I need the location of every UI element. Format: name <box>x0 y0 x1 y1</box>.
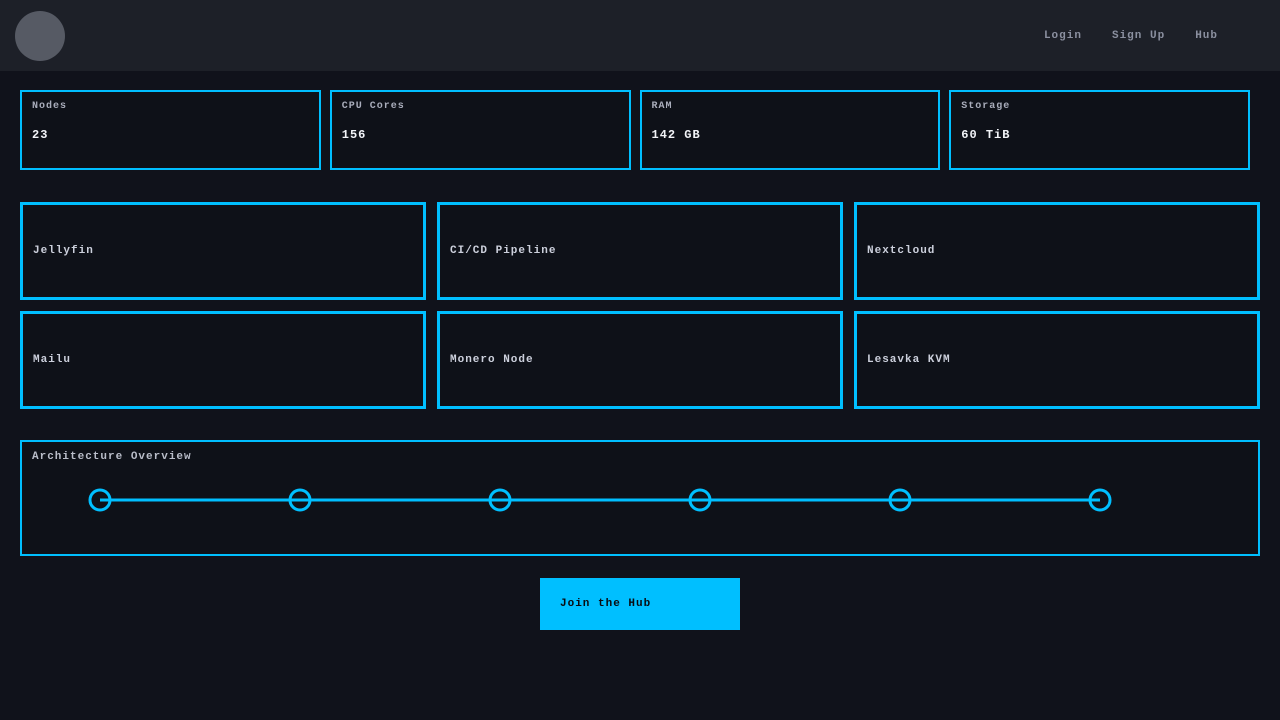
service-name: CI/CD Pipeline <box>450 245 557 257</box>
stat-value: 60 TiB <box>961 128 1011 142</box>
main-content: Nodes 23 CPU Cores 156 RAM 142 GB Storag… <box>0 90 1280 630</box>
service-name: Nextcloud <box>867 245 936 257</box>
stat-card-ram: RAM 142 GB <box>639 90 941 170</box>
service-card-mailu[interactable]: Mailu <box>20 311 426 409</box>
service-card-nextcloud[interactable]: Nextcloud <box>854 202 1260 300</box>
nav-link-hub[interactable]: Hub <box>1195 29 1218 42</box>
nav-link-signup[interactable]: Sign Up <box>1111 29 1166 42</box>
stat-label: Nodes <box>32 101 68 112</box>
service-card-lesavka-kvm[interactable]: Lesavka KVM <box>854 311 1260 409</box>
service-name: Monero Node <box>450 354 534 366</box>
architecture-title: Architecture Overview <box>32 451 192 463</box>
nav-link-login[interactable]: Login <box>1043 29 1082 42</box>
service-name: Lesavka KVM <box>867 354 951 366</box>
stat-value: 23 <box>32 128 49 142</box>
stat-label: Storage <box>961 101 1011 112</box>
stat-card-storage: Storage 60 TiB <box>949 90 1250 170</box>
stats-row: Nodes 23 CPU Cores 156 RAM 142 GB Storag… <box>20 90 1250 170</box>
service-card-monero-node[interactable]: Monero Node <box>437 311 843 409</box>
stat-value: 142 GB <box>651 128 701 142</box>
service-name: Jellyfin <box>33 245 94 257</box>
stat-card-nodes: Nodes 23 <box>20 90 321 170</box>
stat-label: RAM <box>651 101 673 112</box>
service-card-cicd-pipeline[interactable]: CI/CD Pipeline <box>437 202 843 300</box>
service-card-jellyfin[interactable]: Jellyfin <box>20 202 426 300</box>
services-grid: Jellyfin CI/CD Pipeline Nextcloud Mailu … <box>20 202 1260 409</box>
architecture-overview-card: Architecture Overview <box>20 440 1260 556</box>
stat-label: CPU Cores <box>341 101 405 112</box>
stat-card-cpu-cores: CPU Cores 156 <box>329 90 631 170</box>
join-hub-button[interactable]: Join the Hub <box>540 578 740 630</box>
avatar[interactable] <box>15 10 65 61</box>
nav-links: Login Sign Up Hub <box>1044 30 1218 42</box>
service-name: Mailu <box>33 354 72 366</box>
stat-value: 156 <box>341 128 367 142</box>
navbar: Login Sign Up Hub <box>0 0 1280 71</box>
architecture-diagram <box>88 488 1112 512</box>
